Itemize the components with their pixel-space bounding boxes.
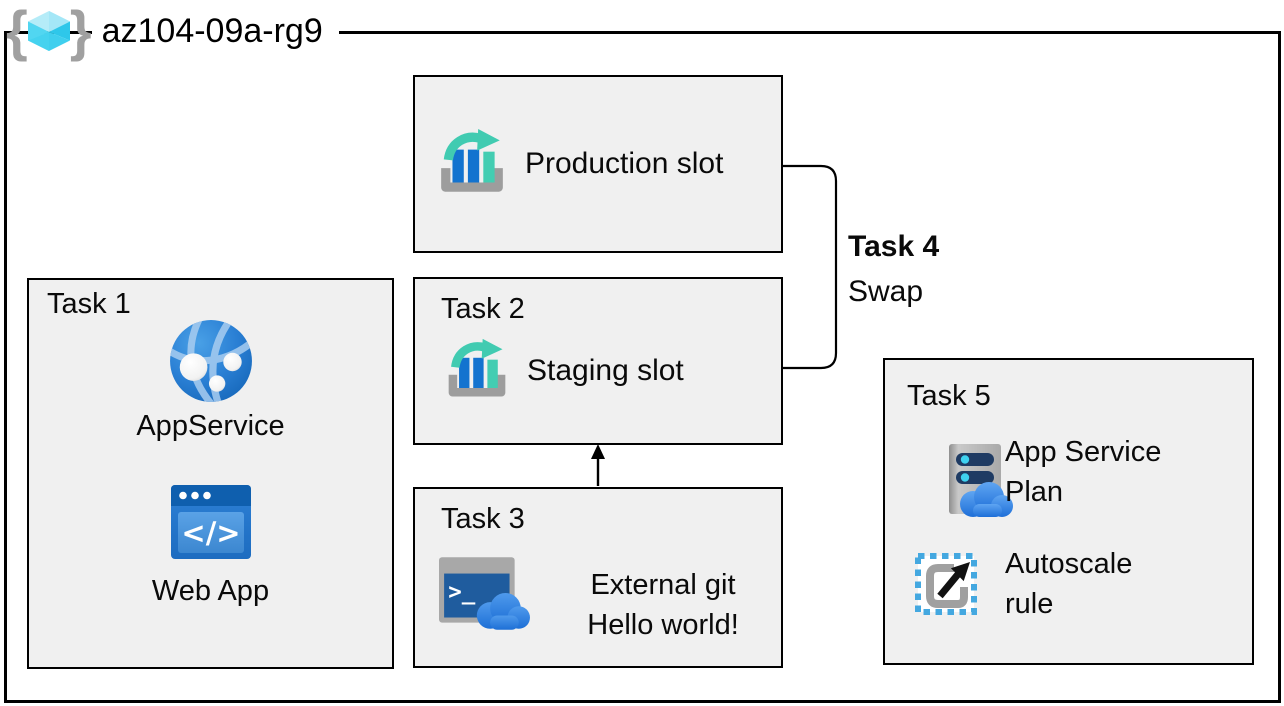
task3-title: Task 3 [441,503,525,535]
app-service-icon [169,320,252,402]
app-service-label: AppService [136,410,285,442]
task1-title: Task 1 [47,288,131,320]
svg-text:>_: >_ [448,579,476,605]
autoscale-line2: rule [1005,588,1054,620]
resource-group-header: { } az104-09a-rg9 [6,2,339,60]
app-service-plan-text: App Service Plan [1005,432,1161,512]
app-service-plan-icon [949,444,1013,517]
production-slot-content: Production slot [415,77,781,251]
task1-box: Task 1 [27,278,394,669]
autoscale-line1: Autoscale [1005,548,1133,580]
task4-title: Task 4 [848,230,940,263]
app-service-plan-line2: Plan [1005,476,1064,508]
production-slot-box: Production slot [413,75,783,253]
cloud-shell-icon: >_ [439,557,530,630]
resource-group-name: az104-09a-rg9 [91,5,339,57]
task2-box: Task 2 Staging slot [413,277,783,445]
swap-label: Swap [848,275,924,308]
resource-group-cube-icon [27,11,70,51]
task2-title: Task 2 [441,293,525,325]
resource-group-icon-brace-right: } [69,0,92,62]
hello-world-label: Hello world! [587,609,739,641]
staging-slot-label: Staging slot [527,354,684,387]
deployment-slot-icon [441,129,503,192]
task3-box: Task 3 >_ External git Hello world! [413,487,783,668]
external-git-label: External git [590,569,736,601]
task1-content: AppService </> Web App [29,318,392,608]
resource-group-icon-brace-left: { [6,0,28,62]
task2-content: Staging slot [443,337,684,405]
autoscale-icon [915,553,977,615]
app-service-plan-line1: App Service [1005,436,1162,468]
production-slot-label: Production slot [525,147,724,180]
task5-title: Task 5 [907,380,991,412]
autoscale-text: Autoscale rule [1005,544,1132,624]
deployment-slot-icon [448,338,506,397]
svg-text:</>: </> [181,516,240,550]
web-app-label: Web App [151,575,270,607]
task4-label: Task 4 Swap [848,224,939,314]
web-app-icon: </> [170,485,251,559]
task3-text: External git Hello world! [555,565,771,645]
task5-box: Task 5 App Service [883,358,1254,665]
